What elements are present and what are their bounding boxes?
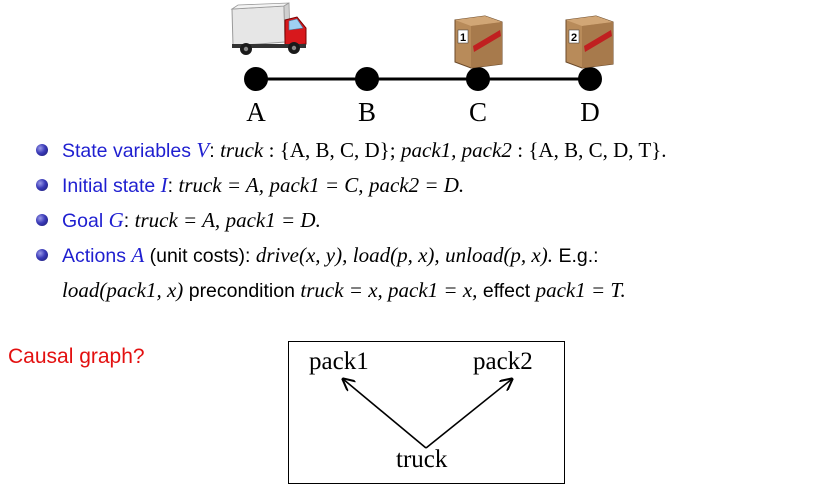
bullet-dot-icon bbox=[36, 179, 48, 191]
package-domain: : {A, B, C, D, T}. bbox=[517, 138, 667, 162]
edge-truck-to-pack1 bbox=[343, 379, 427, 449]
bullet-state-variables: State variables V: truck : {A, B, C, D};… bbox=[36, 133, 831, 168]
node-a bbox=[244, 67, 268, 91]
node-label-a: A bbox=[246, 97, 266, 127]
causal-graph-edges bbox=[289, 342, 563, 449]
node-label-b: B bbox=[357, 97, 376, 127]
bullet-dot-icon bbox=[36, 144, 48, 156]
state-variables-symbol: V bbox=[196, 138, 210, 162]
precondition-expr: truck = x, pack1 = x, bbox=[300, 278, 478, 302]
actions-cost-note: (unit costs): bbox=[149, 245, 251, 267]
package-2-icon: 2 bbox=[565, 15, 614, 69]
cg-node-pack2: pack2 bbox=[473, 348, 533, 375]
initial-pack2: pack2 = D. bbox=[368, 173, 465, 197]
causal-graph-box: pack1 pack2 truck bbox=[288, 341, 565, 484]
package-1-icon: 1 bbox=[454, 15, 503, 69]
goal-colon: : bbox=[123, 210, 130, 232]
action-unload: unload(p, x). bbox=[445, 243, 554, 267]
action-drive: drive(x, y), bbox=[255, 243, 348, 267]
example-action: load(pack1, x) bbox=[62, 278, 184, 302]
package-1-number: 1 bbox=[460, 32, 466, 44]
initial-pack1: pack1 = C, bbox=[269, 173, 364, 197]
bullet-actions-example: load(pack1, x) precondition truck = x, p… bbox=[36, 273, 831, 308]
truck-icon bbox=[230, 2, 307, 55]
truck-domain: : {A, B, C, D}; bbox=[268, 138, 396, 162]
initial-state-head: Initial state bbox=[62, 175, 156, 197]
initial-state-symbol: I bbox=[160, 173, 168, 197]
package-2-number: 2 bbox=[571, 32, 577, 44]
effect-expr: pack1 = T. bbox=[535, 278, 626, 302]
bullet-dot-icon bbox=[36, 214, 48, 226]
node-label-d: D bbox=[580, 97, 600, 127]
goal-truck: truck = A, bbox=[134, 208, 221, 232]
node-b bbox=[355, 67, 379, 91]
edge-truck-to-pack2 bbox=[425, 379, 512, 449]
cg-node-pack1: pack1 bbox=[309, 348, 369, 375]
state-variables-colon: : bbox=[209, 140, 215, 162]
actions-head: Actions bbox=[62, 245, 126, 267]
effect-word: effect bbox=[482, 280, 531, 302]
logistics-scene: 1 2 bbox=[230, 2, 614, 91]
state-variables-head: State variables bbox=[62, 140, 191, 162]
action-load: load(p, x), bbox=[352, 243, 440, 267]
example-label: E.g.: bbox=[558, 245, 599, 267]
bullet-dot-icon bbox=[36, 249, 48, 261]
bullet-actions: Actions A (unit costs): drive(x, y), loa… bbox=[36, 238, 831, 273]
node-d bbox=[578, 67, 602, 91]
initial-state-colon: : bbox=[167, 175, 174, 197]
precondition-word: precondition bbox=[188, 280, 295, 302]
causal-graph-question: Causal graph? bbox=[8, 345, 145, 368]
package-variables: pack1, pack2 bbox=[401, 138, 512, 162]
initial-truck: truck = A, bbox=[178, 173, 265, 197]
definition-list: State variables V: truck : {A, B, C, D};… bbox=[36, 133, 831, 308]
actions-symbol: A bbox=[131, 243, 145, 267]
goal-pack1: pack1 = D. bbox=[225, 208, 321, 232]
goal-symbol: G bbox=[108, 208, 124, 232]
node-c bbox=[466, 67, 490, 91]
cg-node-truck: truck bbox=[396, 446, 448, 473]
goal-head: Goal bbox=[62, 210, 104, 232]
bullet-initial-state: Initial state I: truck = A, pack1 = C, p… bbox=[36, 168, 831, 203]
node-label-c: C bbox=[468, 97, 487, 127]
truck-variable: truck bbox=[220, 138, 264, 162]
bullet-goal: Goal G: truck = A, pack1 = D. bbox=[36, 203, 831, 238]
